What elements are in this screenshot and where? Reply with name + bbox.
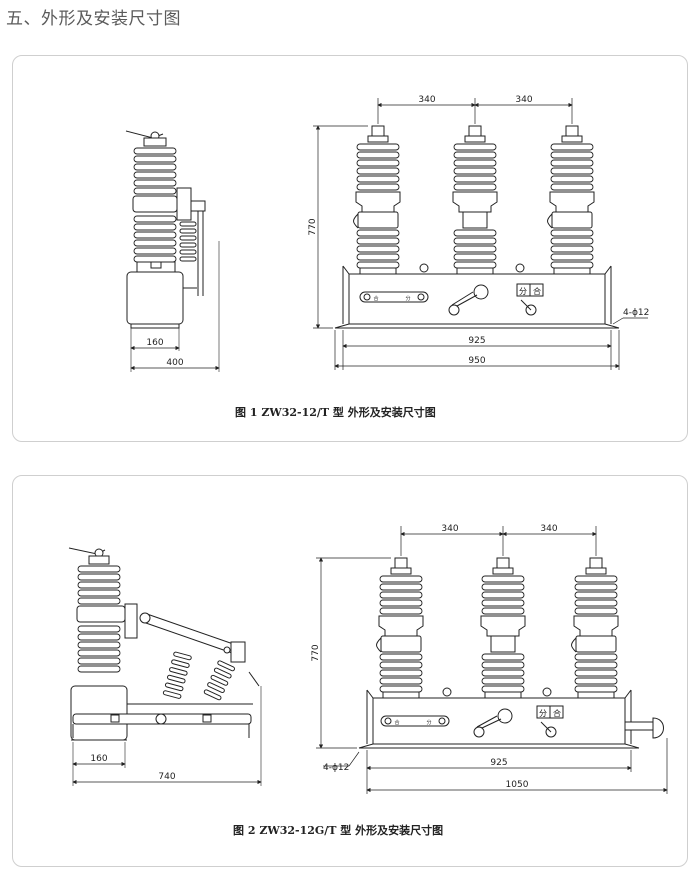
pole-2-2 (480, 557, 526, 699)
front-dimensions-2 (316, 526, 668, 794)
dim-pitch-right-2: 340 (540, 524, 557, 534)
dim-height-2: 770 (311, 644, 321, 661)
pole-2-1 (376, 557, 424, 699)
dim-side-inner-2: 160 (90, 754, 107, 764)
side-dimensions-2 (72, 761, 262, 785)
dim-side-outer-2: 740 (158, 772, 175, 782)
dim-hole-spec: 4-ϕ12 (623, 308, 649, 318)
pole-3 (547, 125, 595, 275)
side-view-2 (68, 547, 262, 786)
label-open: 分 (405, 295, 410, 302)
pole-1 (353, 125, 401, 275)
dim-overall-width-2: 1050 (506, 780, 529, 790)
label-he-2: 合 (553, 708, 561, 718)
pole-2-3 (571, 557, 619, 699)
section-title: 五、外形及安装尺寸图 (6, 9, 181, 29)
pole-2 (452, 125, 498, 275)
side-dimensions (130, 345, 220, 371)
dim-mount-width-2: 925 (490, 758, 507, 768)
label-fen-2: 分 (539, 709, 547, 718)
dim-height: 770 (308, 218, 318, 235)
figure-2-caption: 图 2 ZW32-12G/T 型 外形及安装尺寸图 (233, 824, 444, 837)
front-view (334, 125, 620, 329)
dim-pitch-left: 340 (418, 95, 435, 105)
front-dimensions (313, 98, 648, 370)
dim-pitch-left-2: 340 (441, 524, 458, 534)
label-he: 合 (533, 286, 541, 296)
label-fen: 分 (519, 287, 527, 296)
figure-1-caption: 图 1 ZW32-12/T 型 外形及安装尺寸图 (235, 406, 436, 419)
dim-side-outer: 400 (166, 358, 183, 368)
figure-2-drawing: 160 740 (68, 524, 668, 794)
front-view-2 (358, 557, 664, 749)
dim-side-inner: 160 (146, 338, 163, 348)
figure-2-panel: 160 740 (12, 475, 688, 867)
label-open-2: 分 (426, 719, 431, 726)
label-closed: 合 (373, 295, 378, 302)
dim-pitch-right: 340 (515, 95, 532, 105)
figure-1-panel: 160 400 (12, 55, 688, 442)
dim-mount-width: 925 (468, 336, 485, 346)
dim-overall-width: 950 (468, 356, 485, 366)
figure-1-drawing: 160 400 (125, 95, 649, 372)
dim-hole-spec-2: 4-ϕ12 (323, 763, 349, 773)
side-view (125, 130, 220, 372)
label-closed-2: 合 (394, 719, 399, 726)
